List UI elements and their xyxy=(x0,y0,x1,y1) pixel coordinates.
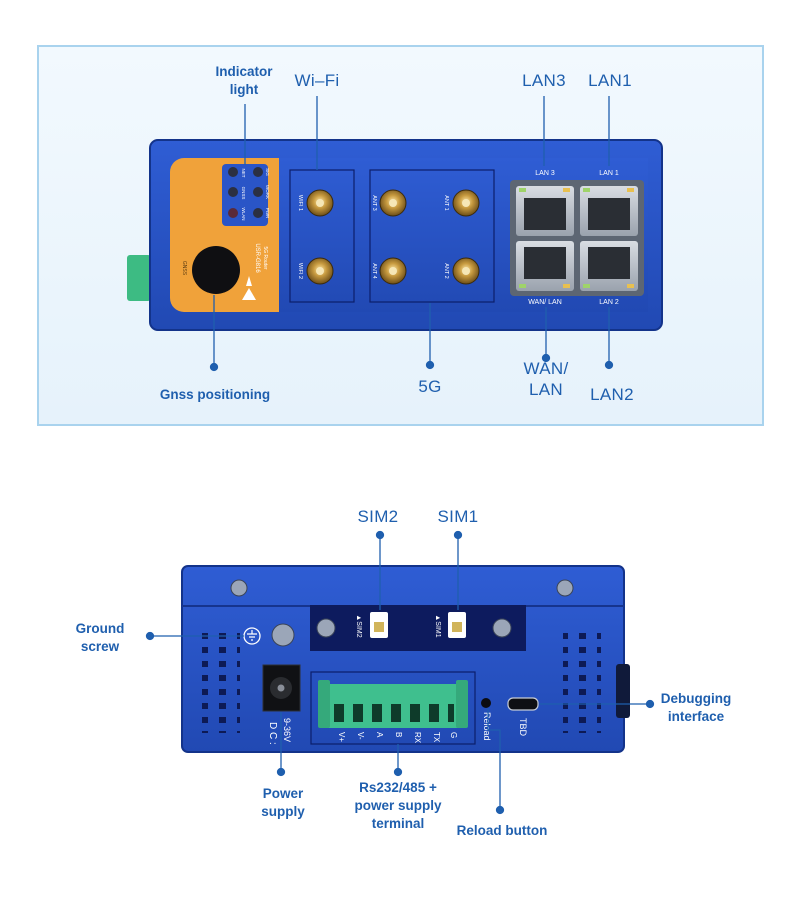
pin-label: B xyxy=(394,732,403,737)
model-label: USR-G816 xyxy=(254,243,260,273)
terminal-pins xyxy=(334,704,454,722)
ant3-label: ANT 3 xyxy=(371,195,377,211)
vent-left xyxy=(202,625,240,733)
side-terminal xyxy=(127,255,151,301)
gnss-callout: Gnss positioning xyxy=(159,387,271,402)
indicator-light-text: Indicator light xyxy=(215,64,273,97)
usb-debug-port xyxy=(507,697,539,711)
power-supply-callout: Power supply xyxy=(261,786,305,819)
dc-range-label: 9-36V xyxy=(282,718,292,742)
pin-label: TX xyxy=(432,732,441,743)
wan-lan-callout: WAN/ LAN xyxy=(523,359,569,399)
terminal-pin-labels: V+ V- A B RX TX G xyxy=(337,732,458,744)
led-work xyxy=(253,187,263,197)
reload-button-callout: Reload button xyxy=(456,823,548,838)
wifi-antenna-group xyxy=(289,169,355,303)
ant1-label: ANT 1 xyxy=(443,195,449,211)
led-gnss xyxy=(228,187,238,197)
wan-port-label: WAN/ LAN xyxy=(528,299,562,306)
ant2-label: ANT 2 xyxy=(443,263,449,279)
router-bottom-view: ▲SIM2 ▲SIM1 D C : 9-36V V+ V- A B RX TX xyxy=(181,565,630,753)
ground-screw-icon xyxy=(271,623,295,647)
pin-label: G xyxy=(449,732,458,738)
fiveg-antenna-group xyxy=(369,169,495,303)
pin-label: V+ xyxy=(337,732,346,742)
led-sig xyxy=(253,167,263,177)
led-net-label: NET xyxy=(241,169,246,178)
model-sub-label: 5G Router xyxy=(262,246,268,269)
top-screw-left-icon xyxy=(230,579,248,597)
led-pwr-label: PWR xyxy=(265,208,270,219)
tbd-label: TBD xyxy=(518,718,528,737)
pin-label: V- xyxy=(356,732,365,740)
wifi-callout: Wi–Fi xyxy=(294,71,340,90)
front-callout-lines xyxy=(209,96,614,372)
dc-label: D C : xyxy=(267,722,278,745)
led-wlan xyxy=(228,208,238,218)
sim2-callout: SIM2 xyxy=(357,507,399,526)
lan2-port-label: LAN 2 xyxy=(599,299,619,306)
reload-button-hole xyxy=(481,698,491,708)
led-pwr xyxy=(253,208,263,218)
sim1-slot-label: ▲SIM1 xyxy=(434,614,441,637)
debugging-interface-callout: Debugging interface xyxy=(660,691,732,724)
reload-label: Reload xyxy=(482,712,492,741)
lan2-callout: LAN2 xyxy=(590,385,634,404)
terminal-callout: Rs232/485 + power supply terminal xyxy=(354,780,442,831)
antenna-connectors xyxy=(306,189,480,285)
pin-label: RX xyxy=(413,732,422,744)
led-sig-label: SIG xyxy=(265,168,270,176)
led-net xyxy=(228,167,238,177)
led-wlan-label: WLAN xyxy=(241,207,246,220)
lan3-callout: LAN3 xyxy=(522,71,566,90)
sim2-slot-label: ▲SIM2 xyxy=(355,614,362,637)
ground-screw-callout: Ground screw xyxy=(75,621,125,654)
indicator-light-callout: Indicator light xyxy=(200,63,288,99)
gnss-port-label: GNSS xyxy=(181,261,187,276)
ethernet-ports xyxy=(510,180,644,296)
ant4-label: ANT 4 xyxy=(371,263,377,279)
led-gnss-label: GNSS xyxy=(241,187,246,200)
sim1-callout: SIM1 xyxy=(437,507,479,526)
fiveg-callout: 5G xyxy=(418,377,442,396)
lan1-callout: LAN1 xyxy=(588,71,632,90)
top-screw-right-icon xyxy=(556,579,574,597)
brand-logo-icon xyxy=(242,276,256,300)
indicator-leds: NET SIG GNSS WORK WLAN PWR xyxy=(222,164,270,226)
lan1-port-label: LAN 1 xyxy=(599,170,619,177)
sim-tray-screw-left-icon xyxy=(316,618,336,638)
wifi1-label: WIFI 1 xyxy=(297,195,303,211)
sim-tray-panel xyxy=(310,605,526,651)
router-front-view: NET SIG GNSS WORK WLAN PWR GNSS USR-G816… xyxy=(127,139,663,331)
lan3-port-label: LAN 3 xyxy=(535,170,555,177)
gnss-port xyxy=(192,246,240,294)
bottom-callout-lines xyxy=(145,530,655,815)
vent-right xyxy=(563,625,601,733)
sim-tray-screw-right-icon xyxy=(492,618,512,638)
led-work-label: WORK xyxy=(265,185,270,199)
terminal-outline xyxy=(310,671,476,745)
pin-label: A xyxy=(375,732,384,738)
wifi2-label: WIFI 2 xyxy=(297,263,303,279)
